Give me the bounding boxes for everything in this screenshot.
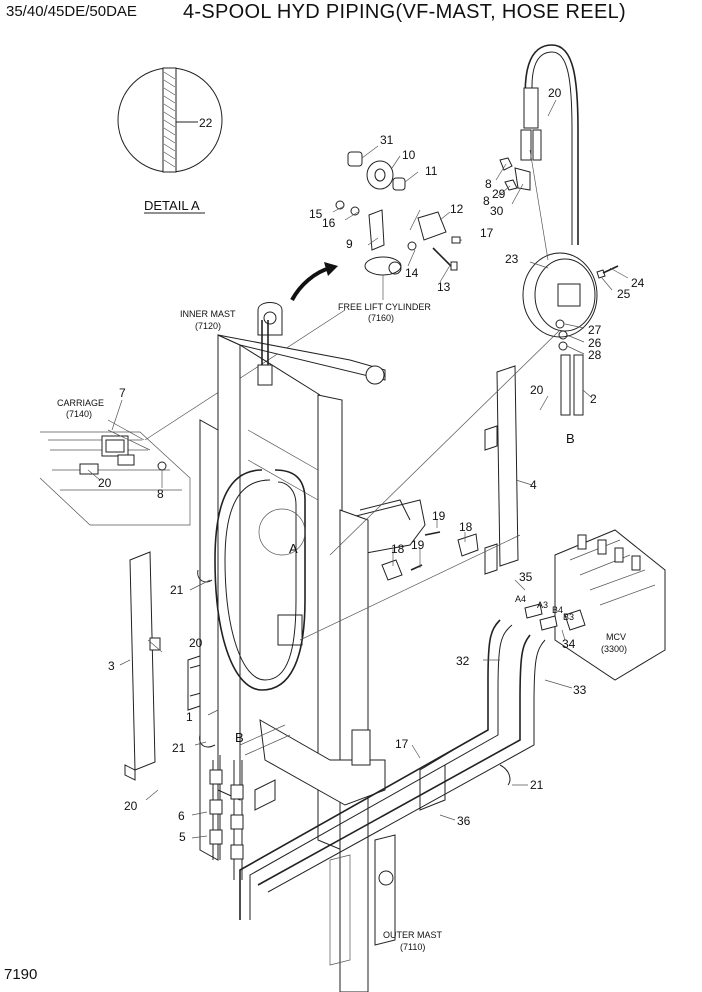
callout-18-right: 18 [459, 520, 473, 534]
callout-31: 31 [380, 133, 394, 147]
callout-23: 23 [505, 252, 519, 266]
callout-30: 30 [490, 204, 504, 218]
callout-2: 2 [590, 392, 597, 406]
callout-4: 4 [530, 478, 537, 492]
hose-section-shape [162, 67, 177, 173]
callout-8-carriage: 8 [157, 487, 164, 501]
callout-20-bottom: 20 [124, 799, 138, 813]
label-mcv-code: (3300) [601, 644, 627, 654]
callout-20-top: 20 [548, 86, 562, 100]
label-outer-mast: OUTER MAST [383, 930, 443, 940]
callout-8-upper: 8 [485, 177, 492, 191]
callout-15: 15 [309, 207, 323, 221]
callout-29: 29 [492, 187, 506, 201]
callout-10: 10 [402, 148, 416, 162]
leader-lines [87, 99, 629, 839]
callout-8-lower: 8 [483, 194, 490, 208]
carriage-view [39, 309, 346, 526]
callout-1: 1 [186, 710, 193, 724]
callout-22: 22 [199, 116, 213, 130]
callout-34: 34 [562, 637, 576, 651]
label-free-lift-code: (7160) [368, 313, 394, 323]
callout-20-carriage: 20 [98, 476, 112, 490]
callout-33: 33 [573, 683, 587, 697]
guide-4-shape [496, 365, 519, 567]
view-marker-b-top: B [566, 431, 575, 446]
outer-mast-frame [199, 419, 396, 992]
lower-crossmember-shape [259, 719, 386, 806]
port-a3: A3 [537, 600, 548, 610]
view-marker-a: A [289, 541, 298, 556]
center-hose-loop [214, 320, 306, 691]
callout-5: 5 [179, 830, 186, 844]
callout-11: 11 [425, 164, 438, 178]
detail-a-title: DETAIL A [144, 198, 200, 213]
callout-35: 35 [519, 570, 533, 584]
callout-26: 26 [588, 336, 602, 350]
side-hose-guides [124, 365, 519, 781]
clamp-12-shape [417, 211, 447, 241]
callout-27: 27 [588, 323, 602, 337]
callout-19-lower: 19 [411, 538, 425, 552]
callout-13: 13 [437, 280, 451, 294]
detail-a-view: 22 DETAIL A [117, 67, 223, 214]
view-marker-b-bottom: B [235, 730, 244, 745]
collar-31-shape [347, 151, 363, 167]
callout-20-reel: 20 [530, 383, 544, 397]
collar-11-shape [392, 177, 406, 191]
callout-20-guide: 20 [189, 636, 203, 650]
callout-7: 7 [119, 386, 126, 400]
callout-3: 3 [108, 659, 115, 673]
cylinder-head-shape [364, 256, 402, 276]
sheave-bracket-assembly [290, 151, 463, 301]
hose-reel-assembly [499, 44, 619, 416]
mcv-valve-block [524, 529, 666, 681]
callout-17-top: 17 [480, 226, 494, 240]
hose-runs [197, 329, 561, 920]
part-labels: INNER MAST (7120) FREE LIFT CYLINDER (71… [57, 302, 627, 952]
label-carriage-code: (7140) [66, 409, 92, 419]
callout-19-upper: 19 [432, 509, 446, 523]
callout-24: 24 [631, 276, 645, 290]
callout-21-right: 21 [530, 778, 544, 792]
label-mcv: MCV [606, 632, 626, 642]
callout-16: 16 [322, 216, 336, 230]
page-title: 4-SPOOL HYD PIPING(VF-MAST, HOSE REEL) [183, 1, 626, 23]
model-number: 35/40/45DE/50DAE [6, 3, 137, 20]
label-outer-mast-code: (7110) [400, 942, 425, 952]
label-inner-mast: INNER MAST [180, 309, 236, 319]
guide-3-shape [129, 551, 156, 771]
callout-32: 32 [456, 654, 470, 668]
label-inner-mast-code: (7120) [195, 321, 221, 331]
label-carriage: CARRIAGE [57, 398, 104, 408]
callout-numbers: 31 10 11 15 16 12 9 14 17 13 20 8 29 8 3… [98, 86, 645, 844]
callout-6: 6 [178, 809, 185, 823]
callout-21-upper: 21 [170, 583, 184, 597]
page-number: 7190 [4, 966, 38, 983]
port-b4: B4 [552, 605, 563, 615]
callout-17-lower: 17 [395, 737, 409, 751]
sheave-10-shape [366, 160, 394, 190]
label-free-lift-cylinder: FREE LIFT CYLINDER [338, 302, 431, 312]
callout-18-left: 18 [391, 542, 405, 556]
callout-9: 9 [346, 237, 353, 251]
callout-28: 28 [588, 348, 602, 362]
bracket-9-shape [368, 209, 385, 251]
port-a4: A4 [515, 594, 526, 604]
callout-21-lower: 21 [172, 741, 186, 755]
callout-12: 12 [450, 202, 464, 216]
callout-25: 25 [617, 287, 631, 301]
port-b3: B3 [563, 612, 574, 622]
callout-36: 36 [457, 814, 471, 828]
callout-14: 14 [405, 266, 419, 280]
